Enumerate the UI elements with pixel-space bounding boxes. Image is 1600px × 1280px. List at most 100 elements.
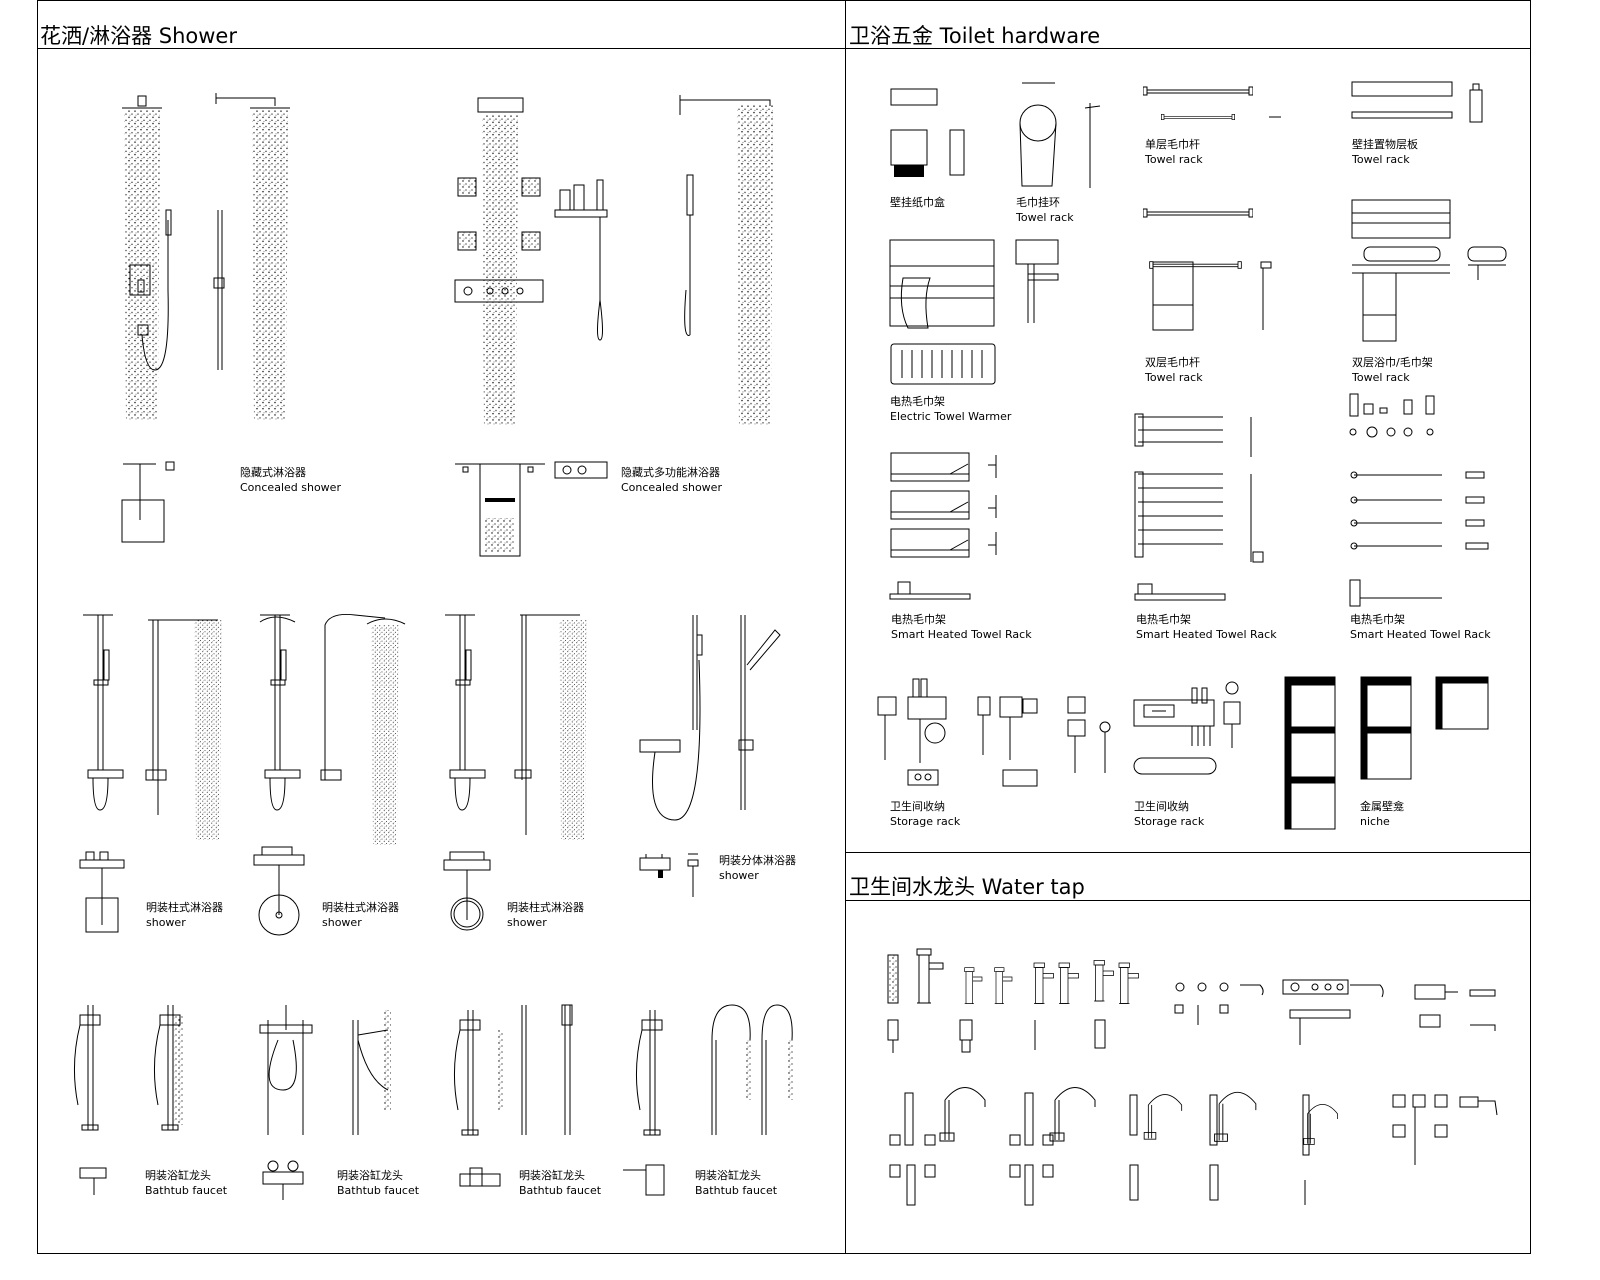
label-cn: 双层毛巾杆 xyxy=(1145,356,1200,369)
label-double-towel-bar: 双层毛巾杆 Towel rack xyxy=(1145,355,1203,385)
column-shower-plan-3 xyxy=(440,850,500,935)
shower-section-title: 花洒/淋浴器 Shower xyxy=(40,24,237,48)
concealed-shower-plan-2 xyxy=(455,460,610,560)
basin-taps-row-1 xyxy=(880,948,1520,1060)
toilet-hardware-section-title: 卫浴五金 Toilet hardware xyxy=(849,24,1101,48)
label-metal-niche: 金属壁龛 niche xyxy=(1360,799,1404,829)
concealed-shower-plan-1 xyxy=(118,460,183,545)
label-en: Smart Heated Towel Rack xyxy=(1350,628,1491,641)
label-cn: 明装柱式淋浴器 xyxy=(507,901,584,914)
label-cn: 隐藏式多功能淋浴器 xyxy=(621,466,720,479)
storage-rack-1-drawing xyxy=(875,675,1115,795)
concealed-shower-drawing xyxy=(110,90,310,420)
kitchen-taps-row-2 xyxy=(885,1087,1505,1210)
electric-towel-warmer-drawing xyxy=(888,238,1068,388)
label-cn: 壁挂置物层板 xyxy=(1352,138,1418,151)
bathtub-faucet-4 xyxy=(635,1000,794,1136)
water-tap-header-rule xyxy=(845,900,1531,901)
label-en: Smart Heated Towel Rack xyxy=(1136,628,1277,641)
label-cn: 金属壁龛 xyxy=(1360,800,1404,813)
column-shower-plan-2 xyxy=(252,845,312,935)
label-single-towel-bar: 单层毛巾杆 Towel rack xyxy=(1145,137,1203,167)
label-en: Bathtub faucet xyxy=(519,1184,602,1197)
double-towel-bar-drawing xyxy=(1143,208,1283,335)
label-cn: 壁挂纸巾盒 xyxy=(890,196,945,209)
bathtub-faucet-2 xyxy=(258,1000,391,1140)
label-en: Bathtub faucet xyxy=(145,1184,228,1197)
label-cn: 明装浴缸龙头 xyxy=(145,1169,211,1182)
label-en: shower xyxy=(507,916,547,929)
shower-header-rule xyxy=(37,48,845,49)
label-en: shower xyxy=(146,916,186,929)
label-bathtub-faucet-2: 明装浴缸龙头 Bathtub faucet xyxy=(337,1168,419,1198)
concealed-multifunction-shower-drawing xyxy=(450,90,773,425)
bathtub-faucet-plans xyxy=(78,1160,698,1205)
label-cn: 隐藏式淋浴器 xyxy=(240,466,306,479)
single-towel-bar-drawing xyxy=(1143,86,1283,121)
label-storage-rack-2: 卫生间收纳 Storage rack xyxy=(1134,799,1204,829)
label-cn: 明装浴缸龙头 xyxy=(519,1169,585,1182)
label-en: Electric Towel Warmer xyxy=(890,410,1012,423)
paper-towel-box-drawing xyxy=(888,85,978,177)
label-cn: 单层毛巾杆 xyxy=(1145,138,1200,151)
smart-heated-towel-rack-3 xyxy=(1348,470,1498,605)
label-en: shower xyxy=(719,869,759,882)
label-cn: 双层浴巾/毛巾架 xyxy=(1352,356,1433,369)
label-bathtub-faucet-4: 明装浴缸龙头 Bathtub faucet xyxy=(695,1168,777,1198)
label-double-bath-towel-rack: 双层浴巾/毛巾架 Towel rack xyxy=(1352,355,1433,385)
label-en: Towel rack xyxy=(1145,153,1203,166)
label-en: Towel rack xyxy=(1352,371,1410,384)
section-divider-horizontal xyxy=(845,852,1531,853)
double-bath-towel-rack-drawing xyxy=(1350,195,1510,345)
label-wall-shelf: 壁挂置物层板 Towel rack xyxy=(1352,137,1418,167)
metal-niche-drawing xyxy=(1283,675,1493,835)
label-cn: 明装浴缸龙头 xyxy=(695,1169,761,1182)
label-en: Concealed shower xyxy=(621,481,722,494)
label-cn: 明装浴缸龙头 xyxy=(337,1169,403,1182)
label-column-shower-2: 明装柱式淋浴器 shower xyxy=(322,900,399,930)
smart-heated-towel-rack-2 xyxy=(1133,412,1273,607)
label-en: niche xyxy=(1360,815,1390,828)
smart-heated-towel-rack-1 xyxy=(888,452,1018,605)
exposed-column-shower-3 xyxy=(444,614,587,840)
split-shower-plan xyxy=(638,852,718,902)
label-paper-towel-box: 壁挂纸巾盒 xyxy=(890,195,945,210)
label-smart-heated-towel-rack-1: 电热毛巾架 Smart Heated Towel Rack xyxy=(891,612,1032,642)
label-bathtub-faucet-1: 明装浴缸龙头 Bathtub faucet xyxy=(145,1168,227,1198)
label-en: Smart Heated Towel Rack xyxy=(891,628,1032,641)
column-shower-plan-1 xyxy=(78,850,138,935)
label-cn: 电热毛巾架 xyxy=(1136,613,1191,626)
storage-rack-2-drawing xyxy=(1132,680,1262,790)
wall-shelf-drawing xyxy=(1350,80,1490,125)
label-en: Towel rack xyxy=(1145,371,1203,384)
label-cn: 毛巾挂环 xyxy=(1016,196,1060,209)
label-en: Bathtub faucet xyxy=(337,1184,420,1197)
label-en: shower xyxy=(322,916,362,929)
label-cn: 电热毛巾架 xyxy=(891,613,946,626)
label-en: Bathtub faucet xyxy=(695,1184,778,1197)
label-en: Storage rack xyxy=(890,815,961,828)
label-en: Towel rack xyxy=(1352,153,1410,166)
label-smart-heated-towel-rack-2: 电热毛巾架 Smart Heated Towel Rack xyxy=(1136,612,1277,642)
hardware-header-rule xyxy=(845,48,1531,49)
label-en: Storage rack xyxy=(1134,815,1205,828)
label-cn: 明装柱式淋浴器 xyxy=(322,901,399,914)
label-en: Towel rack xyxy=(1016,211,1074,224)
toiletries-icons xyxy=(1346,390,1446,440)
bathtub-faucet-1 xyxy=(73,1004,184,1131)
label-cn: 电热毛巾架 xyxy=(890,395,945,408)
section-divider-vertical xyxy=(845,0,846,1254)
label-column-shower-3: 明装柱式淋浴器 shower xyxy=(507,900,584,930)
towel-ring-drawing xyxy=(1010,78,1105,193)
label-cn: 卫生间收纳 xyxy=(1134,800,1189,813)
label-cn: 电热毛巾架 xyxy=(1350,613,1405,626)
bathtub-faucet-3 xyxy=(453,1000,590,1136)
label-electric-towel-warmer: 电热毛巾架 Electric Towel Warmer xyxy=(890,394,1011,424)
label-concealed-multifunction-shower: 隐藏式多功能淋浴器 Concealed shower xyxy=(621,465,722,495)
label-bathtub-faucet-3: 明装浴缸龙头 Bathtub faucet xyxy=(519,1168,601,1198)
water-tap-section-title: 卫生间水龙头 Water tap xyxy=(849,875,1085,899)
label-smart-heated-towel-rack-3: 电热毛巾架 Smart Heated Towel Rack xyxy=(1350,612,1491,642)
